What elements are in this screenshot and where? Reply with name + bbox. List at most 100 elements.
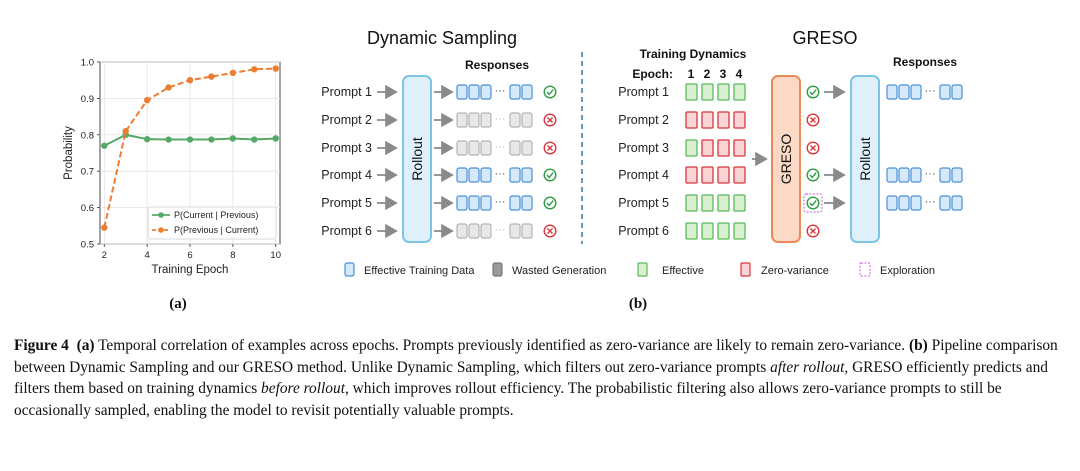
effective-epoch-cell — [733, 83, 746, 101]
legend-wasted-generation: Wasted Generation — [512, 265, 606, 277]
effective-epoch-cell — [733, 222, 746, 240]
response-block — [521, 195, 533, 211]
caption-b-italic-1: after rollout — [770, 358, 845, 376]
response-block — [456, 223, 468, 239]
ellipsis: ··· — [495, 113, 506, 125]
response-block — [480, 112, 492, 128]
response-block — [898, 167, 910, 183]
y-axis-label: Probability — [63, 126, 75, 180]
legend-label-current: P(Current | Previous) — [174, 210, 258, 220]
effective-epoch-cell — [717, 83, 730, 101]
effective-epoch-cell — [717, 194, 730, 212]
response-block — [910, 167, 922, 183]
check-icon — [809, 172, 817, 179]
zero-variance-epoch-cell — [717, 166, 730, 184]
ellipsis: ··· — [495, 196, 506, 208]
response-block — [898, 84, 910, 100]
ds-responses-header: Responses — [465, 58, 529, 72]
response-block — [951, 84, 963, 100]
cross-icon — [810, 228, 816, 234]
response-block — [480, 223, 492, 239]
response-block — [456, 84, 468, 100]
cross-icon — [543, 224, 557, 238]
ellipsis: ··· — [925, 168, 936, 180]
response-block — [886, 84, 898, 100]
response-block — [468, 167, 480, 183]
data-point — [143, 97, 151, 104]
epoch-number: 3 — [720, 67, 727, 81]
epoch-number: 2 — [704, 67, 711, 81]
caption-b-text-3: , which improves rollout efficiency. The… — [14, 380, 1002, 419]
x-tick-label: 4 — [144, 250, 149, 261]
training-dynamics-header: Training Dynamics — [640, 47, 747, 61]
greso-prompt-label: Prompt 4 — [618, 168, 669, 182]
greso-prompt-label: Prompt 5 — [618, 196, 669, 210]
zero-variance-epoch-cell — [701, 111, 714, 129]
greso-rollout-label: Rollout — [857, 137, 873, 181]
legend-exploration-swatch — [859, 262, 871, 277]
ds-prompt-label: Prompt 4 — [321, 168, 372, 182]
check-icon — [543, 168, 557, 182]
effective-epoch-cell — [717, 222, 730, 240]
data-point — [272, 65, 279, 72]
greso-filter-label: GRESO — [778, 134, 794, 185]
response-block — [480, 167, 492, 183]
ds-prompt-label: Prompt 1 — [321, 85, 372, 99]
x-tick-label: 2 — [102, 250, 107, 261]
exploration-marker — [803, 193, 823, 213]
response-block — [509, 112, 521, 128]
legend-marker-current — [158, 212, 164, 218]
data-point — [101, 142, 108, 149]
response-block — [509, 195, 521, 211]
cross-icon — [806, 141, 820, 155]
response-block — [521, 140, 533, 156]
ellipsis: ··· — [925, 196, 936, 208]
response-block — [509, 167, 521, 183]
cross-icon — [547, 228, 553, 234]
ellipsis: ··· — [495, 168, 506, 180]
effective-epoch-cell — [685, 83, 698, 101]
response-block — [521, 167, 533, 183]
chart-legend: P(Current | Previous) P(Previous | Curre… — [147, 206, 277, 240]
greso-prompt-label: Prompt 1 — [618, 85, 669, 99]
caption-a-text: Temporal correlation of examples across … — [94, 337, 909, 354]
cross-icon — [543, 113, 557, 127]
cross-icon — [547, 117, 553, 123]
zero-variance-epoch-cell — [733, 139, 746, 157]
greso-prompt-label: Prompt 3 — [618, 141, 669, 155]
data-point — [122, 127, 129, 135]
check-icon — [809, 89, 817, 96]
greso-responses-header: Responses — [893, 55, 957, 69]
cross-icon — [806, 113, 820, 127]
response-block — [951, 167, 963, 183]
response-block — [468, 140, 480, 156]
greso-title: GRESO — [792, 28, 857, 48]
response-block — [468, 112, 480, 128]
response-block — [509, 84, 521, 100]
data-point — [165, 136, 172, 143]
check-icon — [809, 200, 817, 207]
epoch-number: 1 — [688, 67, 695, 81]
y-tick-label: 1.0 — [81, 58, 94, 69]
check-icon — [546, 172, 554, 179]
epoch-number: 4 — [736, 67, 743, 81]
response-block — [456, 167, 468, 183]
zero-variance-epoch-cell — [685, 166, 698, 184]
check-icon — [806, 196, 820, 210]
x-tick-label: 6 — [187, 250, 192, 261]
zero-variance-epoch-cell — [733, 166, 746, 184]
response-block — [509, 223, 521, 239]
response-block — [456, 195, 468, 211]
legend-effective-training-data: Effective Training Data — [364, 265, 475, 277]
legend-effective-swatch — [637, 262, 648, 277]
legend-zero-variance: Zero-variance — [761, 265, 829, 277]
greso-filter-box — [771, 75, 801, 243]
check-icon — [806, 168, 820, 182]
response-block — [468, 195, 480, 211]
data-point — [101, 224, 108, 231]
effective-epoch-cell — [733, 194, 746, 212]
zero-variance-epoch-cell — [701, 139, 714, 157]
response-block — [456, 112, 468, 128]
y-tick-label: 0.8 — [81, 130, 94, 141]
